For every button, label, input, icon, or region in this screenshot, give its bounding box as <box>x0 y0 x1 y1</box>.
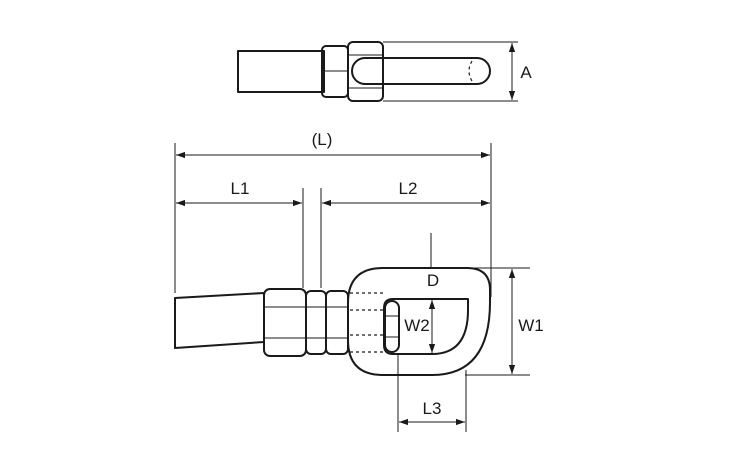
side-view-eye-inner <box>383 298 469 355</box>
dimension-w1-label: W1 <box>518 316 544 335</box>
dimension-l2-label: L2 <box>399 179 418 198</box>
top-view-eye-hidden-edge <box>468 60 473 82</box>
dimension-l-label: (L) <box>312 130 333 149</box>
top-view: A <box>237 41 532 102</box>
dimension-a-label: A <box>520 63 532 82</box>
side-view-small-nut <box>305 290 327 355</box>
dimension-l1-label: L1 <box>231 179 250 198</box>
side-view-eye-outer <box>347 267 491 376</box>
dimension-l3-label: L3 <box>423 399 442 418</box>
dimension-d-label: D <box>427 271 439 290</box>
top-view-eye-loop <box>351 57 491 85</box>
dimension-w2-label: W2 <box>404 316 430 335</box>
top-view-collar <box>347 41 384 102</box>
side-view-hidden-bolt <box>350 292 384 353</box>
side-view-pin <box>384 300 400 353</box>
side-view-hex-nut <box>263 288 307 357</box>
side-view-tapered-shank <box>174 292 265 349</box>
side-view-collar <box>325 290 349 355</box>
top-view-shank <box>237 50 325 93</box>
side-view: (L) L1 L2 <box>174 130 544 432</box>
